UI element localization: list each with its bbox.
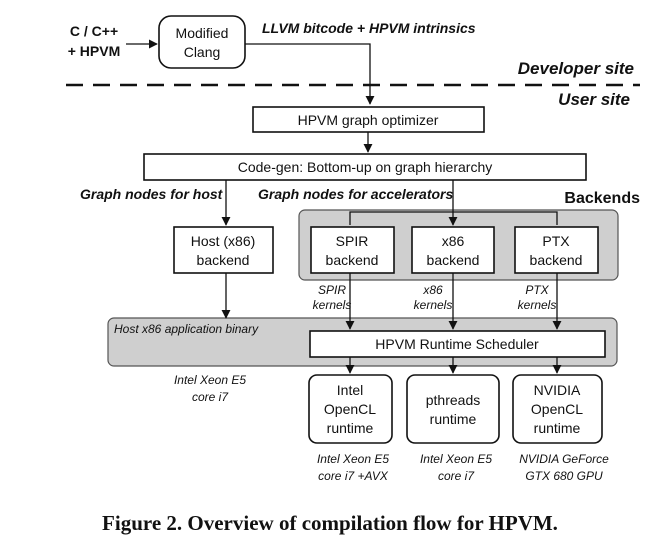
input-label-line2: + HPVM — [68, 43, 121, 59]
hw-nvidia-line1: NVIDIA GeForce — [519, 452, 609, 466]
host-hardware-line1: Intel Xeon E5 — [174, 373, 246, 387]
spir-backend-line1: SPIR — [336, 233, 369, 249]
developer-site-label: Developer site — [518, 59, 634, 78]
accel-nodes-label: Graph nodes for accelerators — [258, 186, 454, 202]
opencl-nvidia-line3: runtime — [534, 420, 581, 436]
host-hardware-line2: core i7 — [192, 390, 229, 404]
hw-pthreads-line2: core i7 — [438, 469, 475, 483]
host-binary-label: Host x86 application binary — [114, 322, 259, 336]
codegen-label: Code-gen: Bottom-up on graph hierarchy — [238, 159, 492, 175]
hw-pthreads-line1: Intel Xeon E5 — [420, 452, 492, 466]
wire-accel-bus — [349, 211, 558, 225]
opencl-nvidia-line2: OpenCL — [531, 401, 583, 417]
opencl-intel-line1: Intel — [337, 382, 363, 398]
host-nodes-label: Graph nodes for host — [80, 186, 224, 202]
codegen-box — [143, 153, 587, 181]
hw-nvidia-line2: GTX 680 GPU — [525, 469, 603, 483]
x86-kernels-line2: kernels — [414, 298, 453, 312]
spir-backend-box — [310, 226, 395, 274]
opencl-intel-box — [308, 374, 393, 444]
runtime-scheduler-label: HPVM Runtime Scheduler — [375, 336, 539, 352]
pthreads-line1: pthreads — [426, 392, 480, 408]
modified-clang-line2: Clang — [184, 44, 221, 60]
graph-optimizer-box — [252, 106, 485, 133]
ptx-backend-line2: backend — [530, 252, 583, 268]
pthreads-box — [406, 374, 500, 444]
opencl-nvidia-line1: NVIDIA — [534, 382, 581, 398]
spir-backend-line2: backend — [326, 252, 379, 268]
modified-clang-line1: Modified — [176, 25, 229, 41]
hw-opencl-intel-line2: core i7 +AVX — [318, 469, 389, 483]
opencl-intel-line2: OpenCL — [324, 401, 376, 417]
user-site-label: User site — [558, 90, 630, 109]
spir-kernels-line2: kernels — [313, 298, 352, 312]
x86-backend-line1: x86 — [442, 233, 465, 249]
pthreads-line2: runtime — [430, 411, 477, 427]
host-backend-box — [173, 226, 274, 274]
input-label-line1: C / C++ — [70, 23, 118, 39]
opencl-intel-line3: runtime — [327, 420, 374, 436]
opencl-nvidia-box — [512, 374, 603, 444]
modified-clang-box — [158, 15, 246, 69]
runtime-scheduler-box — [309, 330, 606, 358]
host-backend-line2: backend — [197, 252, 250, 268]
bitcode-label: LLVM bitcode + HPVM intrinsics — [262, 20, 476, 36]
backends-label: Backends — [564, 190, 640, 207]
ptx-kernels-line1: PTX — [525, 283, 549, 297]
hw-opencl-intel-line1: Intel Xeon E5 — [317, 452, 389, 466]
spir-kernels-line1: SPIR — [318, 283, 346, 297]
graph-optimizer-label: HPVM graph optimizer — [298, 112, 439, 128]
x86-backend-line2: backend — [427, 252, 480, 268]
figure-caption: Figure 2. Overview of compilation flow f… — [102, 511, 558, 535]
x86-kernels-line1: x86 — [422, 283, 443, 297]
host-backend-line1: Host (x86) — [191, 233, 256, 249]
ptx-backend-box — [514, 226, 599, 274]
ptx-kernels-line2: kernels — [518, 298, 557, 312]
arrow-clang-to-optimizer — [245, 43, 375, 105]
ptx-backend-line1: PTX — [542, 233, 570, 249]
